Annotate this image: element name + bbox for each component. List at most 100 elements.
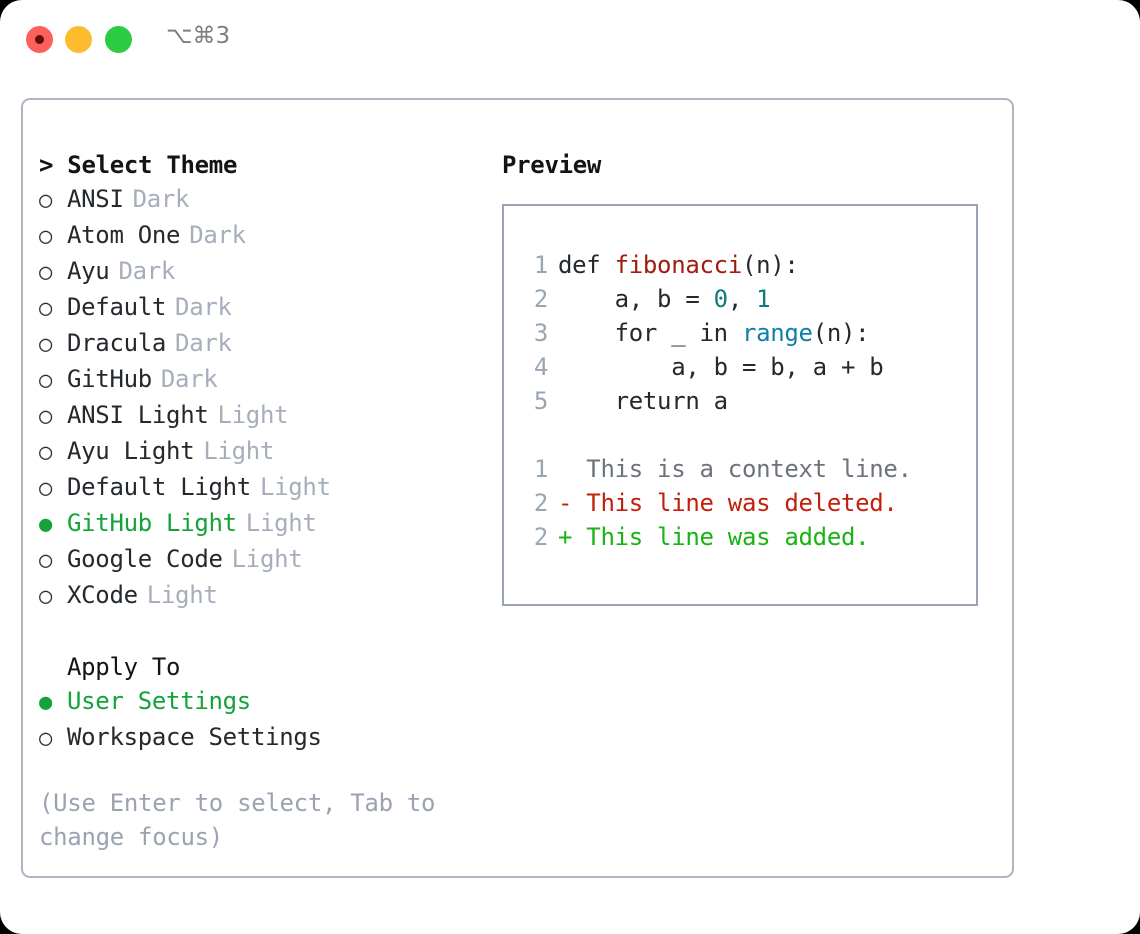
code-line: 4 a, b = b, a + b <box>518 350 976 384</box>
option-label: ANSI Light <box>67 401 209 429</box>
code-token: range <box>741 319 813 347</box>
code-token: 1 <box>756 285 771 313</box>
theme-option-default[interactable]: ○ Default Dark <box>39 290 479 326</box>
line-number: 2 <box>533 285 548 313</box>
code-token: - This line was deleted. <box>558 489 898 517</box>
option-label: Ayu <box>67 257 110 285</box>
code-token: return a <box>558 387 729 415</box>
code-token: (n): <box>812 319 870 347</box>
code-line: 1 This is a context line. <box>518 452 976 486</box>
option-variant-tag: Dark <box>175 329 232 357</box>
line-number: 1 <box>533 251 548 279</box>
minimize-window-button[interactable] <box>65 26 92 53</box>
preview-heading: Preview <box>502 151 602 179</box>
theme-option-ayu[interactable]: ○ Ayu Dark <box>39 254 479 290</box>
theme-option-google-code[interactable]: ○ Google Code Light <box>39 542 479 578</box>
keyboard-hint-text: (Use Enter to select, Tab to change focu… <box>39 789 436 851</box>
code-line: 1 def fibonacci(n): <box>518 248 976 282</box>
option-label: Google Code <box>67 545 223 573</box>
apply-to-list: ●User Settings ○ Workspace Settings <box>39 684 479 756</box>
radio-unselected-icon: ○ <box>39 548 52 573</box>
option-variant-tag: Dark <box>175 293 232 321</box>
option-variant-tag: Light <box>259 473 331 501</box>
code-token: 0 <box>713 285 728 313</box>
code-line: 2 a, b = 0, 1 <box>518 282 976 316</box>
radio-unselected-icon: ○ <box>39 404 52 429</box>
option-variant-tag: Dark <box>118 257 176 285</box>
option-label: Atom One <box>67 221 181 249</box>
line-number: 4 <box>533 353 548 381</box>
maximize-window-button[interactable] <box>105 26 132 53</box>
option-variant-tag: Light <box>146 581 218 609</box>
option-label: ANSI <box>67 185 124 213</box>
code-line-text: return a <box>558 384 729 418</box>
radio-unselected-icon: ○ <box>39 726 52 751</box>
code-token: for _ in <box>558 319 742 347</box>
radio-unselected-icon: ○ <box>39 260 52 285</box>
code-line-text: def fibonacci(n): <box>558 248 799 282</box>
code-token: (n): <box>741 251 799 279</box>
list-spacer <box>39 614 479 650</box>
option-label: XCode <box>67 581 138 609</box>
code-line-text: a, b = b, a + b <box>558 350 884 384</box>
radio-unselected-icon: ○ <box>39 476 52 501</box>
theme-option-ansi[interactable]: ○ ANSI Dark <box>39 182 479 218</box>
option-variant-tag: Light <box>245 509 317 537</box>
radio-unselected-icon: ○ <box>39 368 52 393</box>
code-token: , <box>727 285 757 313</box>
radio-selected-icon: ● <box>39 512 52 537</box>
select-theme-heading: > Select Theme <box>39 151 238 179</box>
theme-option-default-light[interactable]: ○ Default Light Light <box>39 470 479 506</box>
line-number <box>518 418 558 452</box>
radio-unselected-icon: ○ <box>39 584 52 609</box>
code-token: fibonacci <box>614 251 743 279</box>
apply-to-option-workspace-settings[interactable]: ○ Workspace Settings <box>39 720 479 756</box>
hint-spacer <box>39 756 479 786</box>
option-label: Workspace Settings <box>67 723 322 751</box>
theme-option-github-light[interactable]: ● GitHub Light Light <box>39 506 479 542</box>
option-label: GitHub Light <box>67 509 237 537</box>
option-label: GitHub <box>67 365 152 393</box>
option-variant-tag: Dark <box>160 365 218 393</box>
code-line: 2+ This line was added. <box>518 520 976 554</box>
code-line-text: - This line was deleted. <box>558 486 898 520</box>
line-number: 2 <box>533 489 548 517</box>
line-number: 1 <box>533 455 548 483</box>
title-bar: ⌥⌘3 <box>0 0 1140 80</box>
option-label: Dracula <box>67 329 167 357</box>
radio-unselected-icon: ○ <box>39 188 52 213</box>
code-token: a, b = b, a + b <box>558 353 884 381</box>
theme-option-dracula[interactable]: ○ Dracula Dark <box>39 326 479 362</box>
code-token: def <box>558 251 615 279</box>
option-label: Default <box>67 293 167 321</box>
option-variant-tag: Dark <box>189 221 246 249</box>
theme-option-atom-one[interactable]: ○ Atom One Dark <box>39 218 479 254</box>
line-number: 3 <box>533 319 548 347</box>
apply-to-option-user-settings[interactable]: ●User Settings <box>39 684 479 720</box>
theme-option-github[interactable]: ○ GitHub Dark <box>39 362 479 398</box>
code-line: 5 return a <box>518 384 976 418</box>
code-token: + This line was added. <box>558 523 870 551</box>
radio-unselected-icon: ○ <box>39 224 52 249</box>
option-variant-tag: Dark <box>132 185 190 213</box>
option-label: Default Light <box>67 473 251 501</box>
code-line-text: a, b = 0, 1 <box>558 282 771 316</box>
option-variant-tag: Light <box>231 545 303 573</box>
line-number: 5 <box>533 387 548 415</box>
radio-selected-icon: ● <box>39 690 52 715</box>
close-window-button[interactable] <box>26 26 53 53</box>
radio-unselected-icon: ○ <box>39 332 52 357</box>
radio-unselected-icon: ○ <box>39 296 52 321</box>
theme-option-xcode[interactable]: ○ XCode Light <box>39 578 479 614</box>
radio-unselected-icon: ○ <box>39 440 52 465</box>
